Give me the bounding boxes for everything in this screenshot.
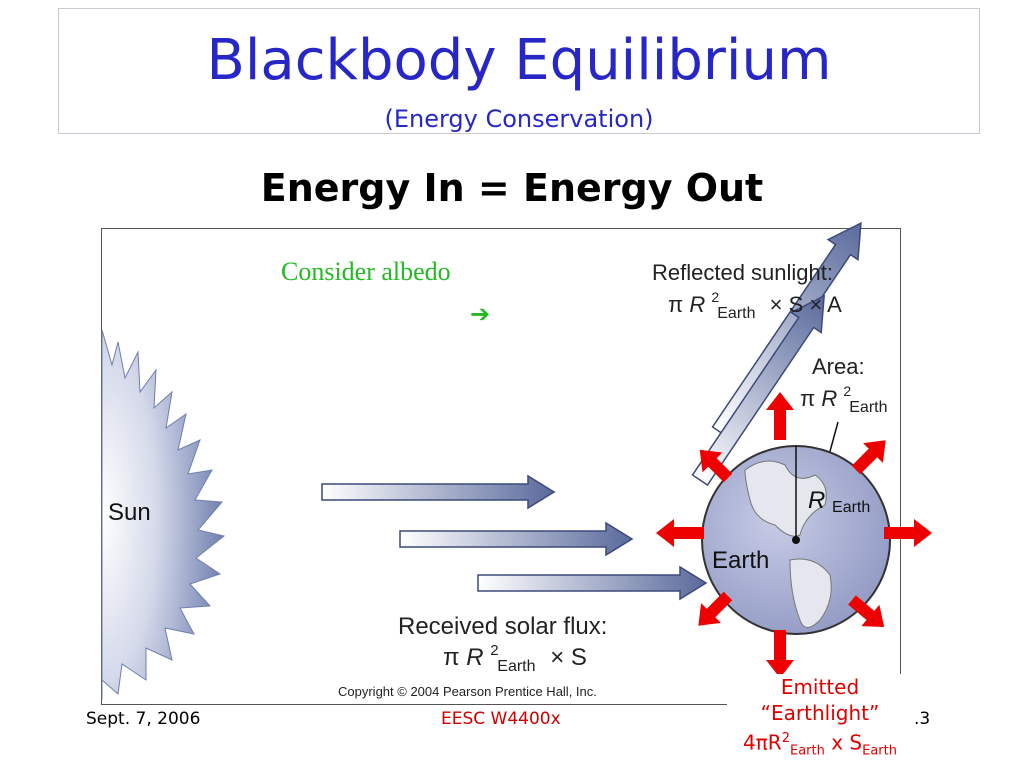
pi-symbol: π xyxy=(755,730,768,755)
emitted-arrow-up xyxy=(766,392,794,440)
radius-label: R Earth xyxy=(808,487,870,516)
sun-label: Sun xyxy=(108,499,151,526)
subscript: Earth xyxy=(832,499,870,516)
earth-center xyxy=(792,536,800,544)
exponent: 2 xyxy=(711,289,719,305)
received-label: Received solar flux: xyxy=(398,613,607,640)
footer-course: EESC W4400x xyxy=(441,709,561,729)
formula-times-s: x S xyxy=(824,730,863,755)
pi-symbol: π xyxy=(443,644,460,671)
north-america-shape xyxy=(744,460,827,537)
subscript: Earth xyxy=(789,743,825,759)
copyright-text: Copyright © 2004 Pearson Prentice Hall, … xyxy=(338,684,597,699)
albedo-note: Consider albedo xyxy=(281,257,451,286)
exponent: 2 xyxy=(843,383,851,399)
received-formula: π R 2 Earth × S xyxy=(443,634,587,677)
r-symbol: R xyxy=(821,386,837,411)
formula-prefix: 4 xyxy=(743,730,756,755)
reflected-formula: π R 2 Earth × S × A xyxy=(668,282,842,323)
subscript: Earth xyxy=(717,305,755,322)
albedo-arrow-icon: ➔ xyxy=(470,300,490,328)
emitted-label: Emitted “Earthlight” 4πR2Earth x SEarth xyxy=(727,674,913,765)
r-symbol: R xyxy=(767,730,782,755)
slide-subtitle: (Energy Conservation) xyxy=(384,105,654,133)
emitted-line-1: Emitted xyxy=(780,675,860,699)
emitted-formula: 4πR2Earth x SEarth xyxy=(727,726,913,765)
exponent: 2 xyxy=(490,642,498,659)
footer-date: Sept. 7, 2006 xyxy=(86,709,201,729)
emitted-arrow-upleft xyxy=(699,449,733,483)
emitted-arrow-right xyxy=(884,519,932,547)
r-symbol: R xyxy=(466,644,483,671)
area-label: Area: xyxy=(812,354,865,379)
r-symbol: R xyxy=(808,487,825,514)
subscript-2: Earth xyxy=(862,743,897,759)
emitted-arrow-left xyxy=(656,519,704,547)
emitted-arrows xyxy=(656,392,932,678)
formula-rest: × S × A xyxy=(770,292,842,317)
area-formula: π R 2 Earth xyxy=(800,376,888,416)
footer-page-number: .3 xyxy=(914,709,931,729)
south-america-shape xyxy=(789,558,832,628)
incoming-arrow-2 xyxy=(399,521,634,557)
slide-title: Blackbody Equilibrium xyxy=(206,28,832,93)
emitted-arrow-down xyxy=(766,630,794,678)
subscript: Earth xyxy=(497,658,535,675)
emitted-arrow-downright xyxy=(848,595,885,627)
emitted-line-2: “Earthlight” xyxy=(760,701,880,725)
emitted-arrow-upright xyxy=(851,440,886,475)
exponent: 2 xyxy=(781,731,790,746)
subscript: Earth xyxy=(849,399,887,416)
title-box: Blackbody Equilibrium (Energy Conservati… xyxy=(58,8,980,134)
incoming-arrow-3 xyxy=(477,565,708,601)
pi-symbol: π xyxy=(668,292,683,317)
r-symbol: R xyxy=(689,292,705,317)
earth-label: Earth xyxy=(712,547,769,574)
sun-shape xyxy=(101,329,226,700)
reflected-label: Reflected sunlight: xyxy=(652,260,833,285)
pi-symbol: π xyxy=(800,386,815,411)
reflected-arrow-2 xyxy=(691,294,825,487)
emitted-arrow-downleft xyxy=(698,591,733,626)
formula-rest: × S xyxy=(550,644,587,671)
incoming-arrow-1 xyxy=(321,474,556,510)
headline: Energy In = Energy Out xyxy=(260,166,764,210)
